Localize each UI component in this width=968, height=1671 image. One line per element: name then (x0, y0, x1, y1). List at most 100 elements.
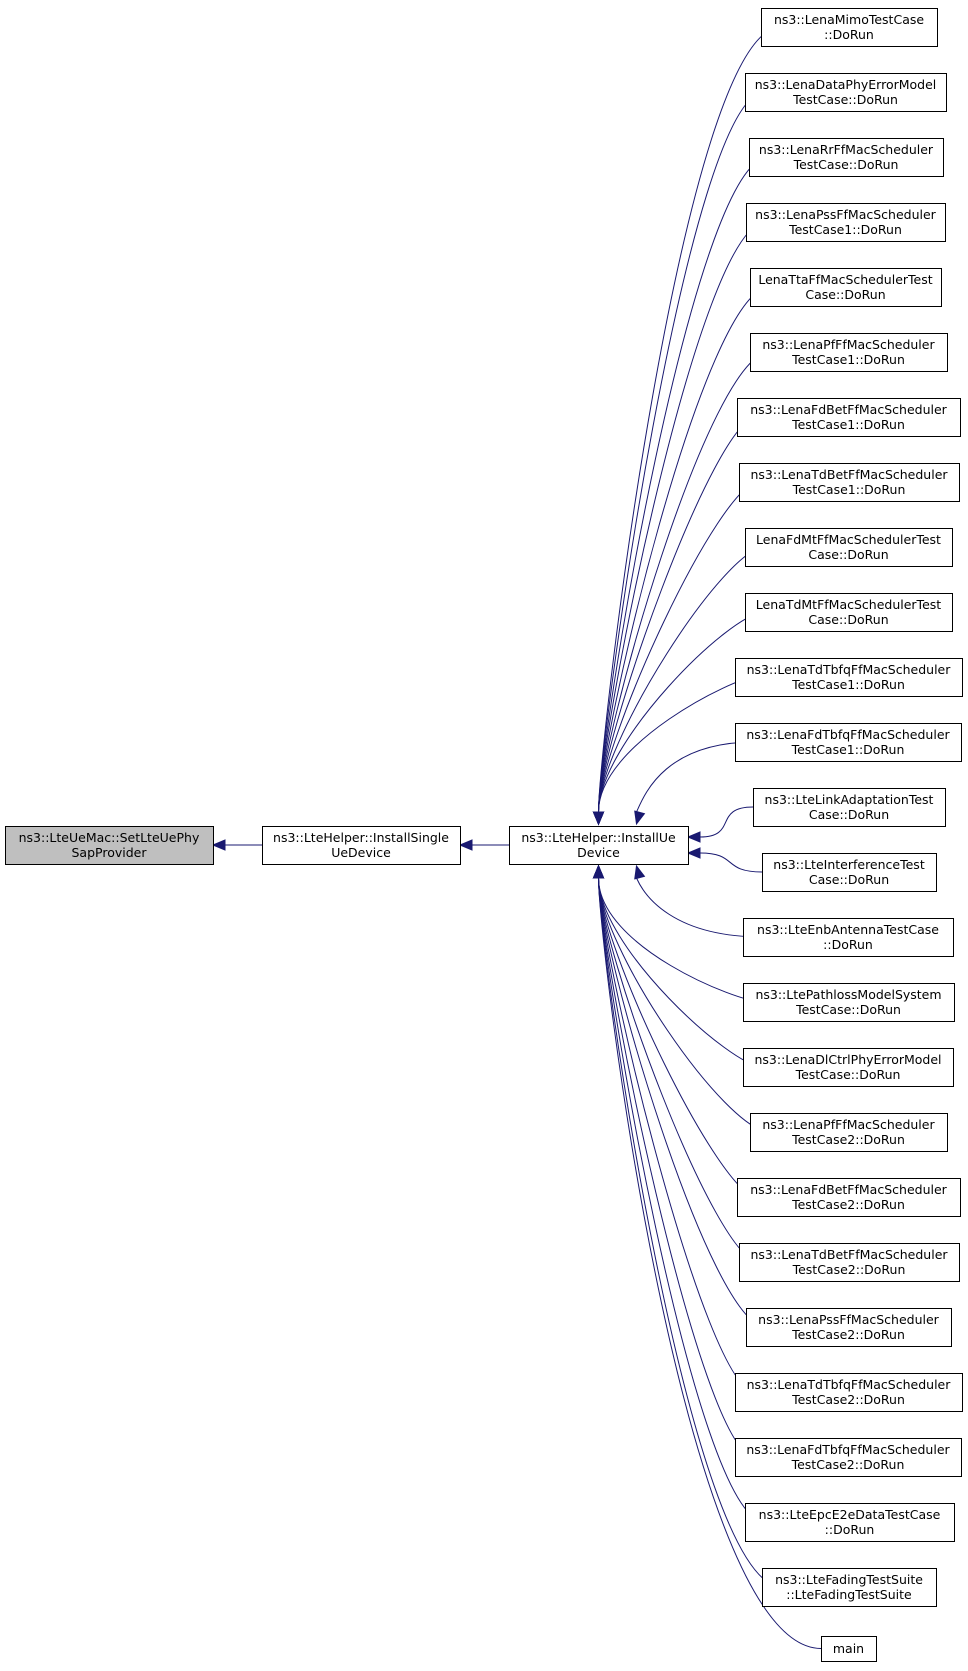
node-box (821, 1636, 877, 1662)
node-ns3-lteepce2edatatestcase-dorun[interactable]: ns3::LteEpcE2eDataTestCase::DoRun (745, 1503, 955, 1542)
node-label: TestCase::DoRun (793, 157, 899, 172)
node-box (753, 788, 946, 827)
edge-n2-to-n1 (458, 839, 509, 851)
node-label: ns3::LenaTdBetFfMacScheduler (750, 467, 948, 482)
node-box (739, 463, 960, 502)
node-label: ::DoRun (823, 937, 873, 952)
node-ns3-lenapssffmacschedulertestcase1-dorun[interactable]: ns3::LenaPssFfMacSchedulerTestCase1::DoR… (746, 203, 946, 242)
edge-c10-to-n2 (592, 676, 756, 826)
node-ns3-ltefadingtestsuite-ltefadingtestsuite[interactable]: ns3::LteFadingTestSuite::LteFadingTestSu… (762, 1568, 937, 1607)
node-box (735, 658, 963, 697)
node-box (746, 203, 946, 242)
node-label: ns3::LenaFdBetFfMacScheduler (750, 1182, 947, 1197)
node-ns3-lenafdbetffmacschedulertestcase1-dorun[interactable]: ns3::LenaFdBetFfMacSchedulerTestCase1::D… (737, 398, 961, 437)
node-box (745, 1503, 955, 1542)
node-label: ns3::LenaDataPhyErrorModel (755, 77, 937, 92)
node-label: ns3::LenaFdTbfqFfMacScheduler (746, 1442, 950, 1457)
edge-line (598, 877, 764, 1003)
node-main[interactable]: main (821, 1636, 877, 1662)
edge-c12-to-n2 (686, 806, 754, 843)
node-label: Case::DoRun (808, 547, 888, 562)
node-label: Device (577, 845, 620, 860)
node-label: TestCase2::DoRun (791, 1392, 905, 1407)
edges-layer (211, 26, 822, 1649)
node-ns3-ltepathlossmodelsystemtestcase-dorun[interactable]: ns3::LtePathlossModelSystemTestCase::DoR… (743, 983, 955, 1022)
edge-arrowhead (686, 847, 701, 859)
node-label: ns3::LteFadingTestSuite (775, 1572, 923, 1587)
node-ns3-lenafdtbfqffmacschedulertestcase2-dorun[interactable]: ns3::LenaFdTbfqFfMacSchedulerTestCase2::… (735, 1438, 962, 1477)
node-ns3-lenadlctrlphyerrormodeltestcase-dorun[interactable]: ns3::LenaDlCtrlPhyErrorModelTestCase::Do… (743, 1048, 954, 1087)
node-label: TestCase::DoRun (795, 1067, 901, 1082)
node-box (735, 1373, 963, 1412)
edge-c21-to-n2 (592, 864, 756, 1393)
node-label: ns3::LenaPfFfMacScheduler (762, 337, 935, 352)
node-label: UeDevice (331, 845, 391, 860)
edge-arrowhead (592, 811, 605, 826)
edge-c7-to-n2 (592, 481, 760, 826)
node-ns3-lenatdbetffmacschedulertestcase1-dorun[interactable]: ns3::LenaTdBetFfMacSchedulerTestCase1::D… (739, 463, 960, 502)
edge-arrowhead (686, 831, 701, 843)
node-label: TestCase1::DoRun (788, 222, 902, 237)
node-label: TestCase2::DoRun (791, 1197, 905, 1212)
node-box (750, 1113, 948, 1152)
node-ns3-lenatdtbfqffmacschedulertestcase2-dorun[interactable]: ns3::LenaTdTbfqFfMacSchedulerTestCase2::… (735, 1373, 963, 1412)
node-box (761, 8, 938, 47)
edge-line (598, 877, 822, 1649)
node-ns3-lenatdtbfqffmacschedulertestcase1-dorun[interactable]: ns3::LenaTdTbfqFfMacSchedulerTestCase1::… (735, 658, 963, 697)
node-box (762, 1568, 937, 1607)
node-label: LenaFdMtFfMacSchedulerTest (756, 532, 941, 547)
node-box (737, 398, 961, 437)
edge-line (598, 877, 783, 1588)
node-label: ns3::LenaTdTbfqFfMacScheduler (747, 662, 952, 677)
edge-c9-to-n2 (592, 611, 766, 826)
edge-line (598, 26, 782, 813)
node-box (735, 723, 962, 762)
edge-line (598, 877, 760, 1263)
node-label: ns3::LtePathlossModelSystem (755, 987, 941, 1002)
node-label: ns3::LteEpcE2eDataTestCase (759, 1507, 941, 1522)
edge-line (598, 416, 758, 813)
node-label: TestCase2::DoRun (792, 1262, 906, 1277)
node-label: SapProvider (72, 845, 148, 860)
node-label: ns3::LenaTdBetFfMacScheduler (750, 1247, 948, 1262)
edge-c19-to-n2 (592, 864, 760, 1263)
node-ns3-lenafdtbfqffmacschedulertestcase1-dorun[interactable]: ns3::LenaFdTbfqFfMacSchedulerTestCase1::… (735, 723, 962, 762)
node-box (745, 73, 947, 112)
node-box (749, 138, 944, 177)
node-ns3-lenapfffmacschedulertestcase2-dorun[interactable]: ns3::LenaPfFfMacSchedulerTestCase2::DoRu… (750, 1113, 948, 1152)
node-box (735, 1438, 962, 1477)
node-ns3-lenatdbetffmacschedulertestcase2-dorun[interactable]: ns3::LenaTdBetFfMacSchedulerTestCase2::D… (739, 1243, 960, 1282)
node-box (743, 983, 955, 1022)
node-label: LenaTtaFfMacSchedulerTest (758, 272, 932, 287)
edge-line (598, 156, 770, 813)
node-box (509, 826, 689, 865)
node-label: ::DoRun (825, 1522, 875, 1537)
node-label: ns3::LenaPssFfMacScheduler (758, 1312, 940, 1327)
node-label: ns3::LenaPssFfMacScheduler (755, 207, 937, 222)
node-label: LenaTdMtFfMacSchedulerTest (756, 597, 941, 612)
edge-line (598, 481, 760, 813)
node-ns3-lteenbantennatestcase-dorun[interactable]: ns3::LteEnbAntennaTestCase::DoRun (743, 918, 954, 957)
node-ns3-lenafdbetffmacschedulertestcase2-dorun[interactable]: ns3::LenaFdBetFfMacSchedulerTestCase2::D… (737, 1178, 961, 1217)
node-label: TestCase1::DoRun (791, 677, 905, 692)
edge-c25-to-n2 (592, 864, 822, 1649)
edge-c15-to-n2 (592, 864, 764, 1003)
node-label: ns3::LteEnbAntennaTestCase (757, 922, 939, 937)
node-ns3-lenapssffmacschedulertestcase2-dorun[interactable]: ns3::LenaPssFfMacSchedulerTestCase2::DoR… (746, 1308, 952, 1347)
node-ns3-lenadataphyerrormodeltestcase-dorun[interactable]: ns3::LenaDataPhyErrorModelTestCase::DoRu… (745, 73, 947, 112)
node-ns3-lenapfffmacschedulertestcase1-dorun[interactable]: ns3::LenaPfFfMacSchedulerTestCase1::DoRu… (750, 333, 948, 372)
node-label: ns3::LteLinkAdaptationTest (765, 792, 934, 807)
edge-line (598, 611, 766, 813)
node-ns3-lenamimotestcase-dorun[interactable]: ns3::LenaMimoTestCase::DoRun (761, 8, 938, 47)
node-box (750, 333, 948, 372)
nodes-layer: ns3::LteUeMac::SetLteUePhySapProviderns3… (5, 8, 963, 1662)
